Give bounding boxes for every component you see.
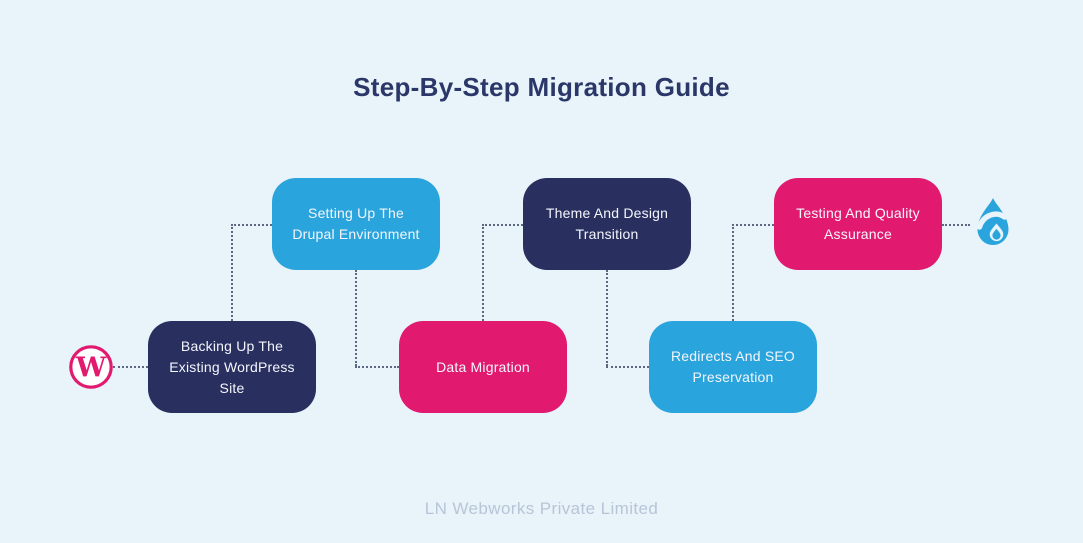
step-box-redirects-seo: Redirects And SEO Preservation [649, 321, 817, 413]
connector-step5-to-step6-horizontal [732, 224, 774, 226]
footer-credit: LN Webworks Private Limited [424, 499, 659, 518]
step-label: Redirects And SEO Preservation [670, 348, 795, 385]
connector-step6-to-drupal [942, 224, 970, 226]
step-label: Theme And Design Transition [545, 205, 669, 242]
connector-step1-to-step2-vertical [231, 224, 233, 321]
wordpress-icon: W [69, 345, 113, 389]
connector-step4-to-step5-vertical [606, 270, 608, 366]
connector-step2-to-step3-vertical [355, 270, 357, 366]
connector-step4-to-step5-horizontal [606, 366, 649, 368]
step-box-data-migration: Data Migration [399, 321, 567, 413]
page-title: Step-By-Step Migration Guide [353, 72, 730, 102]
step-box-testing-quality: Testing And Quality Assurance [774, 178, 942, 270]
connector-step1-to-step2-horizontal [231, 224, 272, 226]
wordpress-logo: W [69, 345, 113, 389]
connector-wordpress-to-step1 [113, 366, 148, 368]
step-label: Backing Up The Existing WordPress Site [169, 337, 295, 396]
step-label: Setting Up The Drupal Environment [292, 205, 420, 242]
connector-step5-to-step6-vertical [732, 224, 734, 321]
step-label: Testing And Quality Assurance [796, 205, 920, 242]
connector-step3-to-step4-horizontal [482, 224, 523, 226]
step-box-setting-up-drupal: Setting Up The Drupal Environment [272, 178, 440, 270]
wordpress-letter: W [75, 353, 107, 384]
drupal-icon [976, 198, 1009, 245]
drupal-logo [970, 197, 1016, 249]
step-label: Data Migration [436, 358, 530, 375]
connector-step3-to-step4-vertical [482, 224, 484, 321]
connector-step2-to-step3-horizontal [355, 366, 399, 368]
step-box-theme-design-transition: Theme And Design Transition [523, 178, 691, 270]
step-box-backing-up-wordpress: Backing Up The Existing WordPress Site [148, 321, 316, 413]
